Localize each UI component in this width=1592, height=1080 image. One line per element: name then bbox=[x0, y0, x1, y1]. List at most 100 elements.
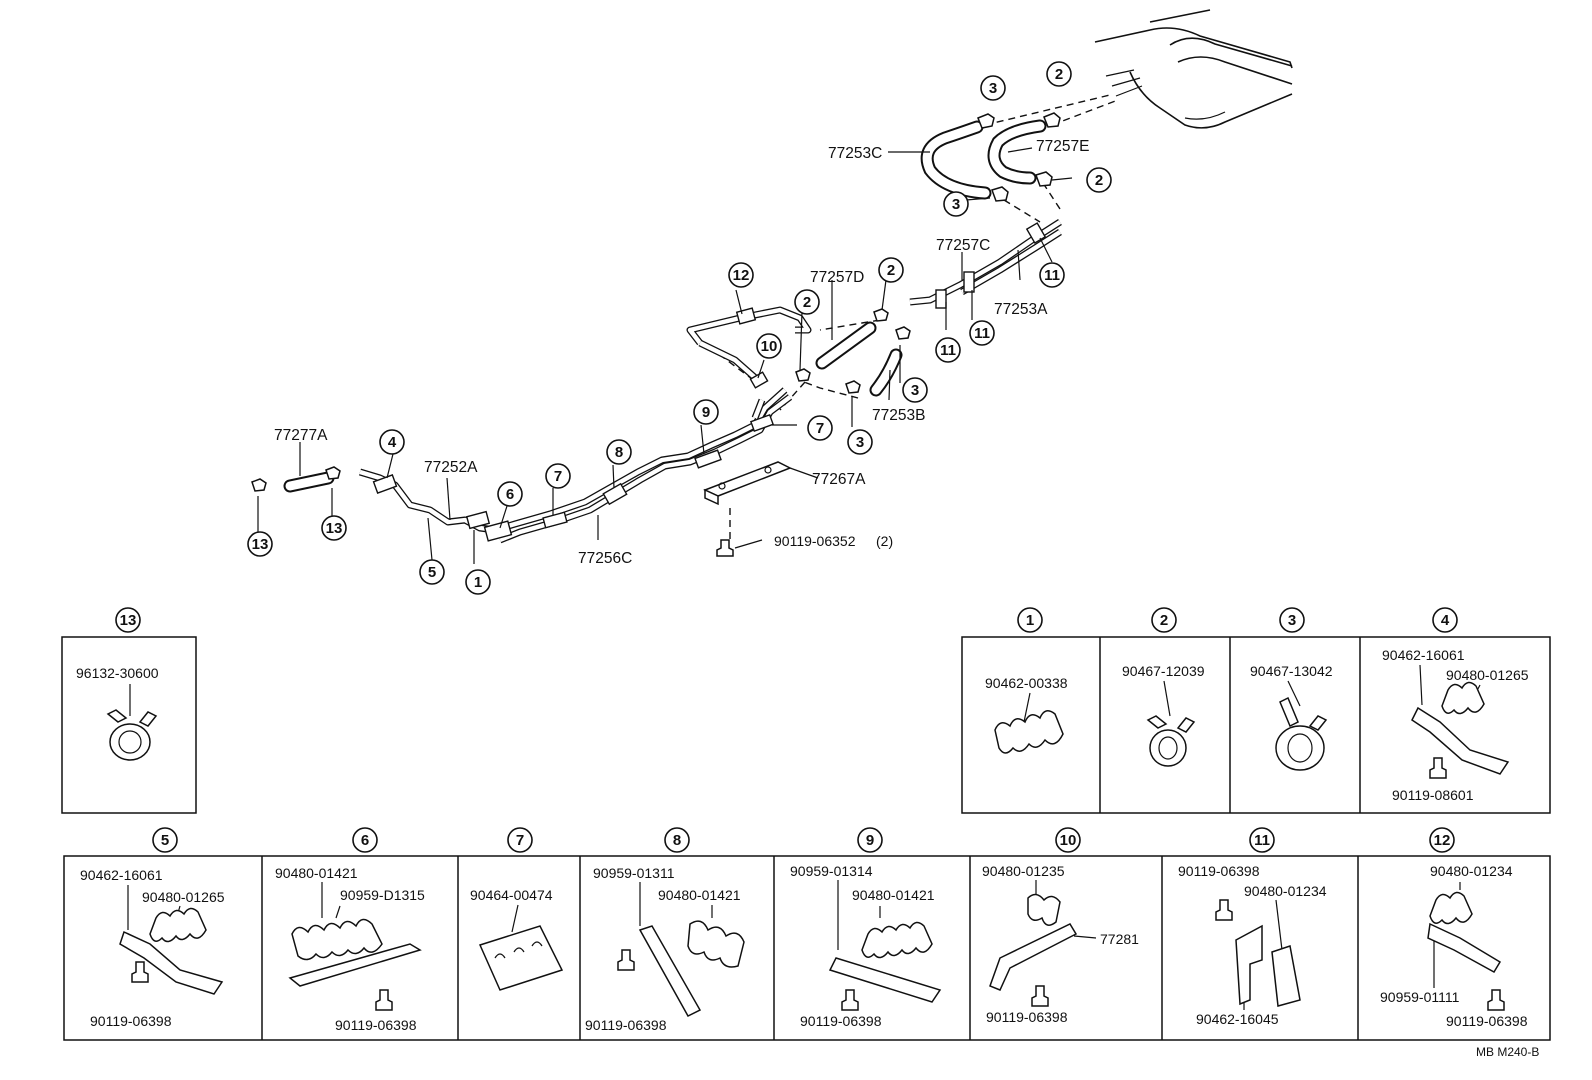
hose-clips bbox=[251, 112, 1061, 492]
callout-3: 3 bbox=[980, 75, 1006, 101]
label-77252A: 77252A bbox=[424, 459, 478, 476]
box8-part-1: 90959-01311 bbox=[593, 865, 675, 881]
svg-text:13: 13 bbox=[326, 520, 343, 537]
callout-1: 1 bbox=[1017, 607, 1043, 633]
box9-part-1: 90959-01314 bbox=[790, 863, 873, 879]
callout-9: 9 bbox=[857, 827, 883, 853]
fuel-pipes bbox=[358, 219, 1062, 544]
box4-part-1: 90462-16061 bbox=[1382, 647, 1465, 663]
callout-8: 8 bbox=[606, 439, 632, 465]
label-77257C: 77257C bbox=[936, 237, 990, 254]
box8-part-2: 90480-01421 bbox=[658, 887, 741, 903]
callout-9: 9 bbox=[693, 399, 719, 425]
label-bolt-qty: (2) bbox=[876, 533, 893, 549]
label-77253C: 77253C bbox=[828, 145, 882, 162]
callout-2: 2 bbox=[878, 257, 904, 283]
callout-3: 3 bbox=[902, 377, 928, 403]
box4-part-3: 90119-08601 bbox=[1392, 787, 1474, 803]
box11-part-2: 90480-01234 bbox=[1244, 883, 1327, 899]
callout-12: 12 bbox=[728, 262, 754, 288]
callout-2: 2 bbox=[794, 289, 820, 315]
callout-7: 7 bbox=[807, 415, 833, 441]
label-77257D: 77257D bbox=[810, 269, 864, 286]
callout-7: 7 bbox=[507, 827, 533, 853]
svg-text:7: 7 bbox=[554, 468, 562, 485]
box11-part-1: 90119-06398 bbox=[1178, 863, 1260, 879]
hoses bbox=[283, 119, 1047, 493]
svg-text:7: 7 bbox=[516, 832, 524, 849]
callout-6: 6 bbox=[497, 481, 523, 507]
box2-part-1: 90467-12039 bbox=[1122, 663, 1205, 679]
svg-text:9: 9 bbox=[866, 832, 874, 849]
svg-text:13: 13 bbox=[120, 612, 137, 629]
svg-text:8: 8 bbox=[615, 444, 623, 461]
box10-part-3: 90119-06398 bbox=[986, 1009, 1068, 1025]
label-bolt-main: 90119-06352 bbox=[774, 533, 856, 549]
svg-text:9: 9 bbox=[702, 404, 710, 421]
svg-text:3: 3 bbox=[952, 196, 960, 213]
detail-row-top: 1 2 3 4 90462-00338 90467-12039 90467-13… bbox=[961, 607, 1551, 814]
svg-text:3: 3 bbox=[989, 80, 997, 97]
callout-11: 11 bbox=[935, 337, 961, 363]
svg-text:11: 11 bbox=[940, 342, 956, 359]
label-77253A: 77253A bbox=[994, 301, 1048, 318]
callout-11: 11 bbox=[1249, 827, 1275, 853]
svg-text:5: 5 bbox=[428, 564, 436, 581]
label-77257E: 77257E bbox=[1036, 138, 1089, 155]
callout-7: 7 bbox=[545, 463, 571, 489]
svg-text:11: 11 bbox=[974, 325, 990, 342]
callout-4: 4 bbox=[379, 429, 405, 455]
box12-part-2: 90959-01111 bbox=[1380, 989, 1460, 1005]
box10-part-1: 90480-01235 bbox=[982, 863, 1065, 879]
box13-part-1: 96132-30600 bbox=[76, 665, 159, 681]
svg-text:8: 8 bbox=[673, 832, 681, 849]
svg-text:10: 10 bbox=[761, 338, 778, 355]
svg-text:12: 12 bbox=[1434, 832, 1451, 849]
callout-11: 11 bbox=[969, 320, 995, 346]
svg-text:2: 2 bbox=[1055, 66, 1063, 83]
callout-13: 13 bbox=[115, 607, 141, 633]
callout-13: 13 bbox=[321, 515, 347, 541]
callout-10: 10 bbox=[756, 333, 782, 359]
box4-part-2: 90480-01265 bbox=[1446, 667, 1529, 683]
box6-part-1: 90480-01421 bbox=[275, 865, 358, 881]
svg-text:1: 1 bbox=[1026, 612, 1034, 629]
part-labels: 77253C 77257E 77257C 77253A 77257D 77253… bbox=[274, 138, 1089, 567]
callout-6: 6 bbox=[352, 827, 378, 853]
box12-part-1: 90480-01234 bbox=[1430, 863, 1513, 879]
box9-part-3: 90119-06398 bbox=[800, 1013, 882, 1029]
callout-2: 2 bbox=[1151, 607, 1177, 633]
svg-text:7: 7 bbox=[816, 420, 824, 437]
callout-3: 3 bbox=[847, 429, 873, 455]
callout-3: 3 bbox=[943, 191, 969, 217]
drawing-reference: MB M240-B bbox=[1476, 1045, 1539, 1059]
detail-row-bottom: 5 6 7 8 9 10 11 12 90462-16061 90480-012… bbox=[63, 827, 1551, 1041]
svg-text:11: 11 bbox=[1044, 267, 1060, 284]
svg-text:3: 3 bbox=[1288, 612, 1296, 629]
box1-part-1: 90462-00338 bbox=[985, 675, 1068, 691]
callout-2: 2 bbox=[1046, 61, 1072, 87]
svg-text:5: 5 bbox=[161, 832, 169, 849]
svg-text:10: 10 bbox=[1060, 832, 1077, 849]
callout-4: 4 bbox=[1432, 607, 1458, 633]
callout-10: 10 bbox=[1055, 827, 1081, 853]
box5-part-2: 90480-01265 bbox=[142, 889, 225, 905]
callout-3: 3 bbox=[1279, 607, 1305, 633]
svg-text:3: 3 bbox=[856, 434, 864, 451]
box6-part-2: 90959-D1315 bbox=[340, 887, 425, 903]
box7-part-1: 90464-00474 bbox=[470, 887, 553, 903]
callout-13: 13 bbox=[247, 531, 273, 557]
svg-text:4: 4 bbox=[388, 434, 397, 451]
callout-5: 5 bbox=[152, 827, 178, 853]
box6-part-3: 90119-06398 bbox=[335, 1017, 417, 1033]
callout-11: 11 bbox=[1039, 262, 1065, 288]
bracket-77267A bbox=[703, 461, 792, 557]
label-77277A: 77277A bbox=[274, 427, 328, 444]
svg-text:11: 11 bbox=[1254, 832, 1270, 849]
callout-12: 12 bbox=[1429, 827, 1455, 853]
label-77253B: 77253B bbox=[872, 407, 925, 424]
box5-part-3: 90119-06398 bbox=[90, 1013, 172, 1029]
label-77267A: 77267A bbox=[812, 471, 866, 488]
svg-text:3: 3 bbox=[911, 382, 919, 399]
